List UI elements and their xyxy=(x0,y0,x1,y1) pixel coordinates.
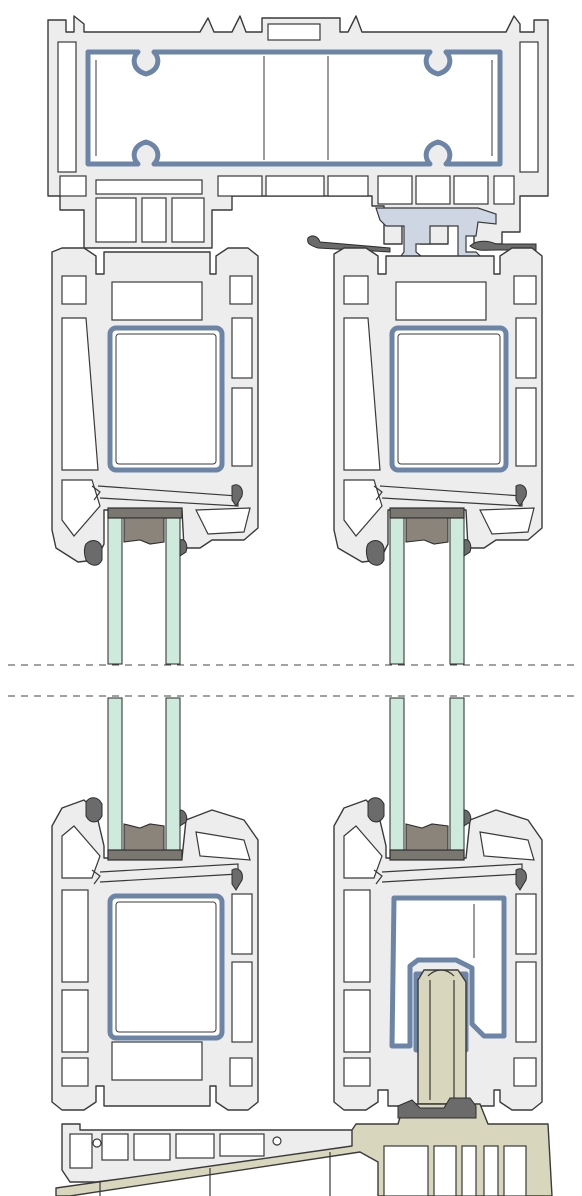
lower-left-sash-steel xyxy=(107,893,225,1041)
lower-right-glazing xyxy=(389,697,465,859)
lower-left-glazing-seals xyxy=(85,797,243,891)
head-sealing-flaps xyxy=(307,235,537,253)
threshold-pvc-part xyxy=(61,1123,359,1183)
lower-right-guide-rail xyxy=(417,969,467,1105)
upper-left-glazing xyxy=(84,484,243,665)
upper-left-sash-steel xyxy=(107,325,225,473)
lower-left-glazing xyxy=(107,697,181,859)
head-steel-reinforcement xyxy=(85,49,503,167)
lower-right-glazing-seals xyxy=(367,797,527,891)
upper-right-glazing xyxy=(366,484,527,665)
head-runner-hardware xyxy=(375,207,497,261)
section-break-lines xyxy=(8,664,578,697)
upper-right-sash-steel xyxy=(389,325,509,473)
threshold-top-seal xyxy=(397,1097,477,1119)
threshold-aluminium-sill xyxy=(55,1103,553,1196)
